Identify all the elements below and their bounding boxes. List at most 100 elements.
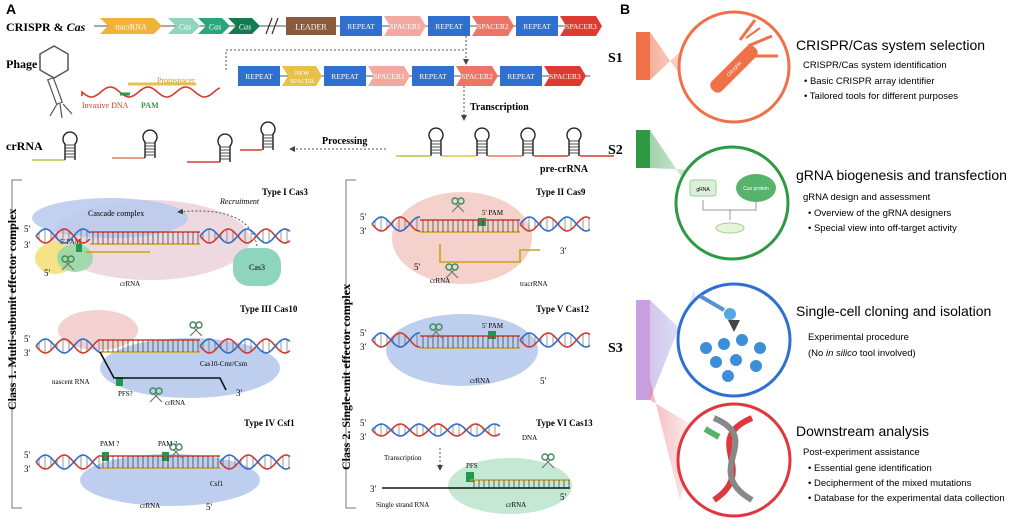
class2-label: Class 2. Single-unit effector complex	[339, 284, 353, 470]
s1-tab	[636, 32, 650, 80]
class1-bracket	[11, 179, 22, 509]
pam2-label: PAM ?	[158, 440, 177, 448]
nascent-rna-label: nascent RNA	[52, 378, 90, 386]
strand-end-label: 3'	[360, 342, 367, 352]
strand-end-label: 3'	[24, 464, 31, 474]
repeat-label: REPEAT	[435, 22, 463, 31]
s2-bullet-1: • Overview of the gRNA designers	[808, 208, 952, 219]
type-vi-crrna-label: crRNA	[506, 501, 526, 509]
crispr-cas-label: CRISPR & Cas	[6, 20, 86, 34]
s2-circle: gRNA Cas protein	[674, 145, 790, 261]
spacer-label: SPACER3	[565, 22, 597, 31]
s4-bullet-1: • Essential gene identification	[808, 463, 932, 474]
recruitment-label: Recruitment	[219, 197, 260, 206]
s2-tab	[636, 130, 650, 168]
repeat-label: REPEAT	[419, 72, 447, 81]
pre-crrna-label: pre-crRNA	[540, 164, 589, 175]
strand-end-label: 3'	[370, 484, 377, 494]
class2-bracket	[345, 179, 356, 509]
scissors-icon	[61, 255, 75, 271]
cleavage-markers	[61, 197, 555, 469]
type-vi-dna-label: DNA	[522, 434, 537, 442]
panel-a-label: A	[6, 1, 16, 17]
strand-end-label: 3'	[24, 240, 31, 250]
spacer-box: SPACER2	[456, 66, 498, 86]
strand-end-label: 5'	[560, 492, 567, 502]
strand-end-label: 3'	[360, 226, 367, 236]
s3-note: (No in silico tool involved)	[808, 348, 916, 359]
type-v-pam-label: 5' PAM	[482, 322, 504, 330]
type-vi-pfs-box	[466, 472, 474, 482]
invasive-dna-label: Invasive DNA	[82, 101, 129, 110]
s4-subtitle: Post-experiment assistance	[803, 447, 920, 458]
type-i-crrna-label: crRNA	[120, 280, 140, 288]
break-mark	[265, 17, 279, 35]
processing-label: Processing	[322, 136, 367, 147]
crrna-label: crRNA	[6, 139, 43, 153]
type-ii-title: Type II Cas9	[536, 187, 586, 197]
strand-end-label: 5'	[24, 450, 31, 460]
svg-text:Cas: Cas	[209, 23, 221, 32]
scissors-icon	[429, 323, 443, 339]
s2-subtitle: gRNA design and assessment	[803, 192, 931, 203]
s1-tag: S1	[608, 51, 623, 66]
type-i-pam-label: 5' PAM	[60, 238, 82, 246]
cascade-complex-label: Cascade complex	[88, 209, 144, 218]
protospacer-label: Protospacer	[157, 76, 195, 85]
svg-text:tracrRNA: tracrRNA	[115, 23, 147, 32]
repeat-label: REPEAT	[507, 72, 535, 81]
strand-end-label: 5'	[360, 418, 367, 428]
s3-tab	[636, 300, 650, 400]
spacer-box: SPACER3	[560, 16, 602, 36]
spacer-box: SPACER3	[544, 66, 586, 86]
strand-end-label: 3'	[360, 432, 367, 442]
pre-crrna-transcript	[396, 127, 614, 157]
transcription-label: Transcription	[470, 102, 529, 113]
type-v-title: Type V Cas12	[536, 304, 590, 314]
pfs-label: PFS?	[118, 390, 133, 398]
mature-crrnas	[32, 121, 276, 163]
phage-icon	[39, 45, 73, 119]
repeat-box: REPEAT	[324, 66, 366, 86]
s4-title: Downstream analysis	[796, 423, 929, 439]
type-iv-diagram	[80, 454, 260, 506]
cas-gene-3: Cas	[228, 18, 260, 34]
type-v-pam-box	[488, 331, 496, 339]
repeat-box: REPEAT	[500, 66, 542, 86]
strand-end-label: 5'	[414, 262, 421, 272]
s1-subtitle: CRISPR/Cas system identification	[803, 60, 947, 71]
cas10-complex-label: Cas10-Cmr/Csm	[200, 360, 248, 368]
type-v-crrna-label: crRNA	[470, 377, 490, 385]
repeat-box: REPEAT	[516, 16, 558, 36]
svg-text:Cas: Cas	[179, 23, 191, 32]
s4-circle	[676, 402, 792, 518]
s2-title: gRNA biogenesis and transfection	[796, 167, 1007, 183]
strand-end-label: 5'	[206, 502, 213, 512]
strand-end-label: 5'	[360, 212, 367, 222]
s2-bullet-2: • Special view into off-target activity	[808, 223, 957, 234]
panel-b-label: B	[620, 1, 630, 17]
strand-end-label: 3'	[560, 246, 567, 256]
scissors-icon	[445, 263, 459, 279]
spacer-label: SPACER2	[477, 22, 509, 31]
new-spacer-label-2: SPACER	[290, 78, 315, 85]
s1-bullet-1: • Basic CRISPR array identifier	[804, 76, 935, 87]
leader-box: LEADER	[286, 17, 336, 35]
strand-end-labels: 5'3'5'5'3'3'5'3'5'5'3'5'3'5'3'5'5'3'3'5'	[24, 212, 567, 512]
pam1-label: PAM ?	[100, 440, 119, 448]
repeat-label: REPEAT	[245, 72, 273, 81]
type-iv-crrna-label: crRNA	[140, 502, 160, 510]
type-vi-title: Type VI Cas13	[536, 418, 593, 428]
ssrna-label: Single strand RNA	[376, 501, 429, 509]
scissors-icon	[149, 387, 163, 403]
repeat-label: REPEAT	[347, 22, 375, 31]
type-vi-diagram	[448, 458, 572, 514]
spacer-box: SPACER1	[384, 16, 426, 36]
svg-text:Cas: Cas	[239, 23, 251, 32]
dna-helices	[35, 216, 591, 489]
repeat-label: REPEAT	[523, 22, 551, 31]
strand-end-label: 5'	[540, 376, 547, 386]
s4-bullet-3: • Database for the experimental data col…	[808, 493, 1005, 504]
